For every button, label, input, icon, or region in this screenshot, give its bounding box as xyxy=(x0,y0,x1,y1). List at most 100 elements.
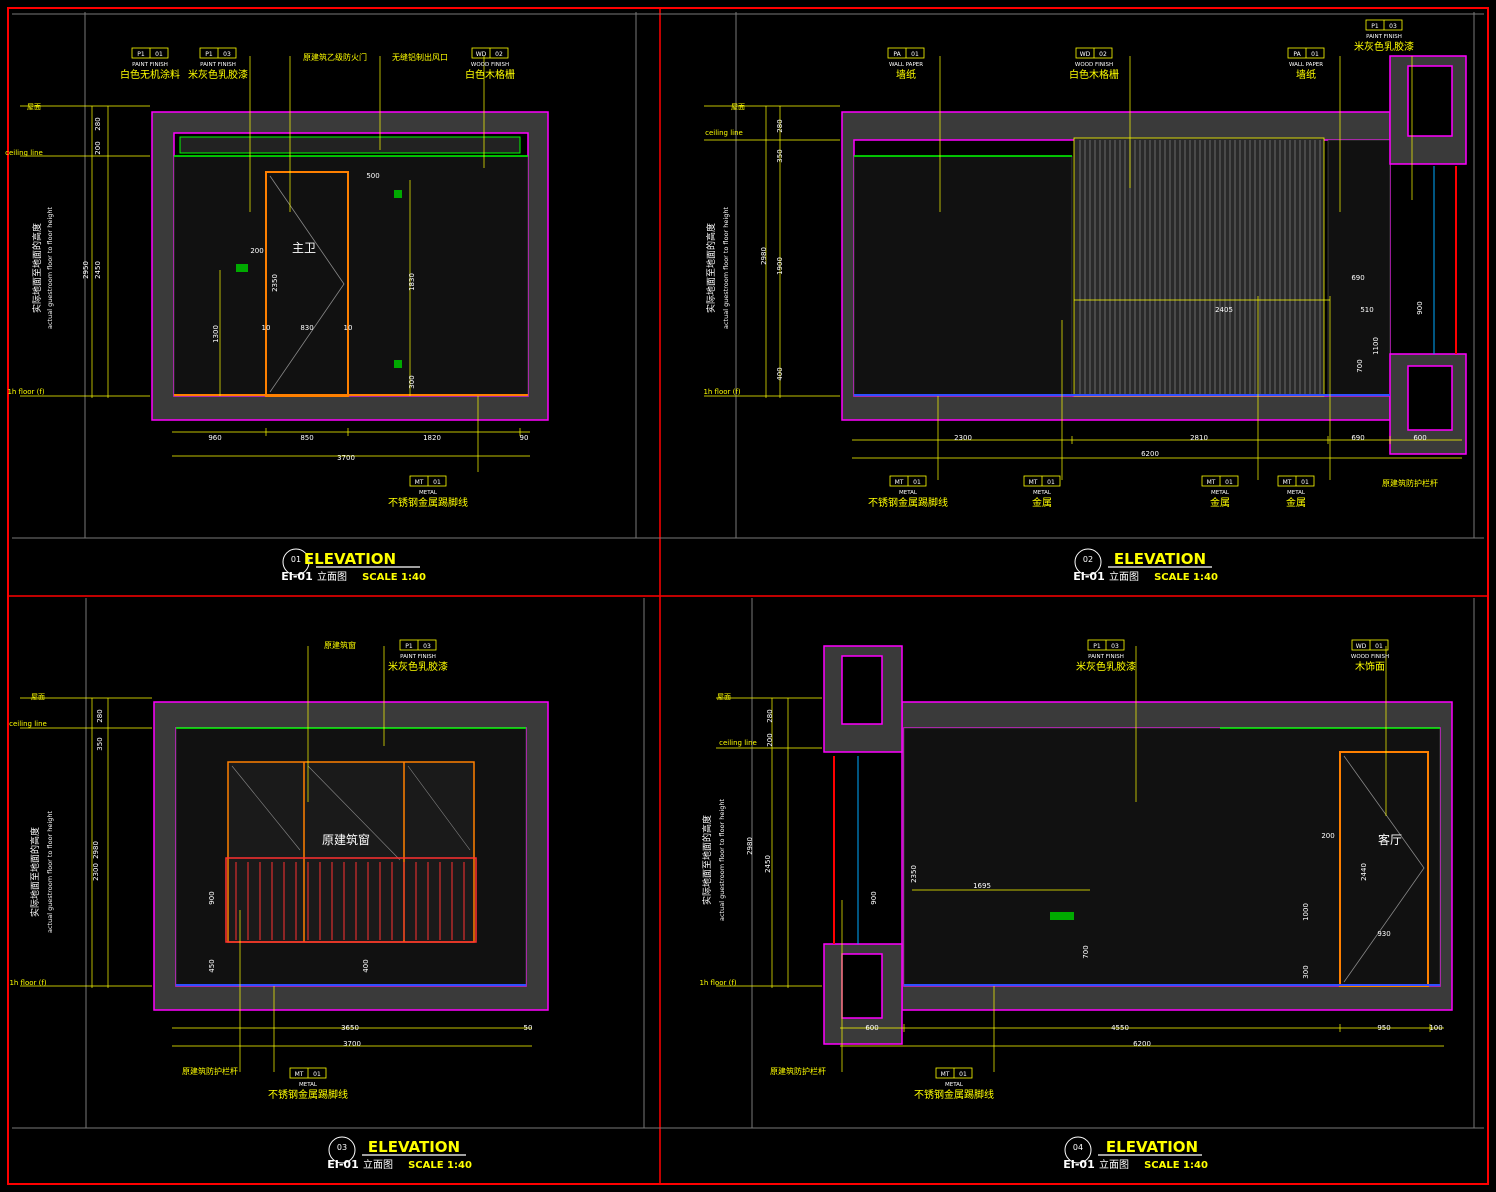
material-tag-subtitle: WOOD FINISH xyxy=(1075,62,1113,68)
material-tag-subtitle: WOOD FINISH xyxy=(1351,654,1389,660)
dimension-value: 1820 xyxy=(423,434,441,442)
view-number: 04 xyxy=(1073,1143,1083,1152)
dimension-value: 1000 xyxy=(1302,903,1310,921)
height-note: 实际地面至地面的高度 xyxy=(31,223,43,313)
material-tag-number: 01 xyxy=(1047,479,1055,486)
material-tag-code: WD xyxy=(476,51,487,58)
dimension-value: 6200 xyxy=(1141,450,1159,458)
level-label: 1h floor (f) xyxy=(703,388,740,396)
material-tag-number: 02 xyxy=(1099,51,1107,58)
material-tag-label: 金属 xyxy=(1286,496,1306,509)
material-callout-label: 原建筑防护栏杆 xyxy=(770,1066,826,1076)
panel-03-guardrail xyxy=(225,857,477,943)
dimension-value: 2980 xyxy=(746,837,754,855)
view-subtitle: 立面图 xyxy=(317,570,347,583)
dimension-value: 200 xyxy=(766,733,774,746)
material-tag-label: 金属 xyxy=(1210,496,1230,509)
dimension-value: 960 xyxy=(208,434,221,442)
view-scale: SCALE 1:40 xyxy=(1144,1160,1208,1171)
dimension-value: 200 xyxy=(250,247,263,255)
material-tag-subtitle: PAINT FINISH xyxy=(1088,654,1124,660)
level-label: 1h floor (f) xyxy=(9,979,46,987)
material-tag-number: 03 xyxy=(423,643,431,650)
material-tag-number: 01 xyxy=(1375,643,1383,650)
material-tag-label: 白色木格栅 xyxy=(465,68,515,81)
dimension-value: 350 xyxy=(96,737,104,750)
dimension-value: 690 xyxy=(1351,274,1364,282)
material-tag-subtitle: WALL PAPER xyxy=(889,62,923,68)
material-tag-code: P1 xyxy=(137,51,145,58)
material-tag-label: 墙纸 xyxy=(896,68,916,81)
material-tag-code: MT xyxy=(941,1071,950,1078)
material-callout-label: 无缝铝制出风口 xyxy=(392,52,448,62)
panel-02-wood-grille xyxy=(1073,137,1325,397)
dimension-value: 700 xyxy=(1356,359,1364,372)
material-tag-number: 01 xyxy=(433,479,441,486)
view-title: ELEVATION xyxy=(1106,1138,1198,1156)
material-tag-label: 米灰色乳胶漆 xyxy=(388,660,448,673)
dimension-value: 830 xyxy=(300,324,313,332)
level-label: 1h floor (f) xyxy=(7,388,44,396)
material-callout-label: 原建筑防护栏杆 xyxy=(1382,478,1438,488)
dimension-value: 200 xyxy=(94,141,102,154)
level-label: ceiling line xyxy=(9,720,47,728)
view-scale: SCALE 1:40 xyxy=(362,572,426,583)
dimension-value: 900 xyxy=(870,891,878,904)
dimension-value: 900 xyxy=(208,891,216,904)
view-title: ELEVATION xyxy=(304,550,396,568)
panel-04 xyxy=(716,645,1453,1072)
dimension-value: 700 xyxy=(1082,945,1090,958)
dimension-value: 2450 xyxy=(764,855,772,873)
material-tag-code: WD xyxy=(1080,51,1091,58)
height-note-en: actual guestroom floor to floor height xyxy=(46,811,54,933)
panel-01-wall-face xyxy=(173,155,529,397)
level-label: 屋面 xyxy=(31,693,45,701)
material-tag-code: PA xyxy=(893,51,901,58)
title-badge-circle xyxy=(1064,1136,1092,1164)
view-scale: SCALE 1:40 xyxy=(1154,572,1218,583)
material-tag-label: 不锈钢金属踢脚线 xyxy=(868,496,948,509)
dimension-value: 690 xyxy=(1351,434,1364,442)
dimension-value: 450 xyxy=(208,959,216,972)
material-tag-subtitle: WALL PAPER xyxy=(1289,62,1323,68)
material-tag-code: MT xyxy=(295,1071,304,1078)
material-tag-code: MT xyxy=(1029,479,1038,486)
material-tag-code: MT xyxy=(415,479,424,486)
title-badge-circle xyxy=(282,548,310,576)
title-badge-circle xyxy=(1074,548,1102,576)
dimension-value: 2300 xyxy=(954,434,972,442)
level-label: 屋面 xyxy=(731,103,745,111)
view-number: 02 xyxy=(1083,555,1093,564)
level-label: ceiling line xyxy=(705,129,743,137)
panel-01-door xyxy=(265,171,349,397)
material-tag-code: P1 xyxy=(1093,643,1101,650)
dimension-value: 6200 xyxy=(1133,1040,1151,1048)
material-tag-code: P1 xyxy=(205,51,213,58)
title-badge-circle xyxy=(328,1136,356,1164)
material-tag-code: P1 xyxy=(1371,23,1379,30)
material-tag-subtitle: PAINT FINISH xyxy=(400,654,436,660)
level-label: ceiling line xyxy=(5,149,43,157)
dimension-value: 900 xyxy=(1416,301,1424,314)
material-tag-label: 米灰色乳胶漆 xyxy=(1354,40,1414,53)
dimension-value: 280 xyxy=(94,117,102,130)
dimension-value: 3700 xyxy=(337,454,355,462)
height-note: 实际地面至地面的高度 xyxy=(705,223,717,313)
material-tag-subtitle: METAL xyxy=(299,1082,318,1088)
view-scale: SCALE 1:40 xyxy=(408,1160,472,1171)
view-subtitle: 立面图 xyxy=(1109,570,1139,583)
dimension-value: 600 xyxy=(1413,434,1426,442)
material-tag-code: MT xyxy=(895,479,904,486)
panel-02 xyxy=(704,55,1467,480)
view-number: 01 xyxy=(291,555,301,564)
material-tag-subtitle: PAINT FINISH xyxy=(132,62,168,68)
panel-01 xyxy=(20,56,549,472)
dimension-value: 100 xyxy=(1429,1024,1442,1032)
dimension-value: 1900 xyxy=(776,257,784,275)
view-subtitle: 立面图 xyxy=(363,1158,393,1171)
dimension-value: 1100 xyxy=(1372,337,1380,355)
dimension-value: 2350 xyxy=(910,865,918,883)
material-tag-number: 03 xyxy=(1111,643,1119,650)
height-note-en: actual guestroom floor to floor height xyxy=(718,799,726,921)
